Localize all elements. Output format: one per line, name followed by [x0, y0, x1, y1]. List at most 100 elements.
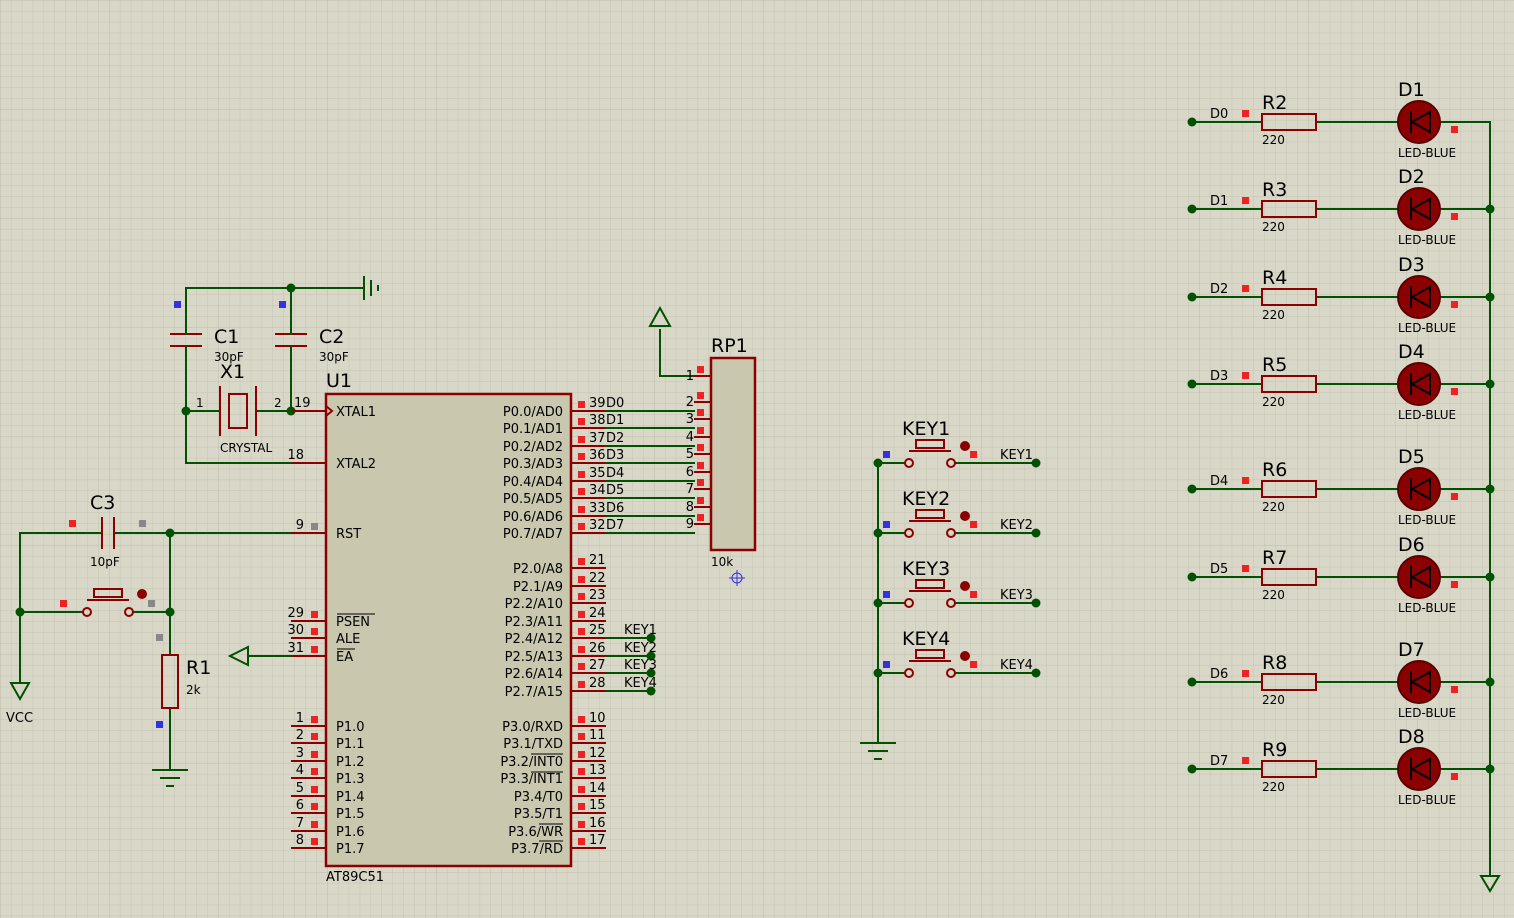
capacitor-c3[interactable]: C3 10pF [69, 492, 146, 569]
key-net-label: KEY3 [1000, 588, 1033, 603]
net-label: KEY4 [624, 676, 657, 691]
switch-contact [946, 458, 956, 468]
mcu-pin-number: 29 [287, 606, 304, 621]
mcu-pin-name: P0.1/AD1 [503, 422, 563, 437]
junction-dot [646, 651, 656, 661]
vcc-terminal[interactable]: VCC [6, 682, 33, 726]
led-resistor[interactable] [1261, 113, 1317, 131]
junction-dot [1485, 484, 1495, 494]
pin-marker [1451, 581, 1458, 588]
junction-dot [1485, 572, 1495, 582]
resistor-value: 220 [1262, 133, 1285, 147]
mcu-ref: U1 [326, 370, 352, 392]
pin-marker [578, 401, 585, 408]
capacitor-c1[interactable]: C1 30pF [170, 301, 244, 364]
pin-marker [578, 611, 585, 618]
mcu-pin-number: 34 [589, 483, 606, 498]
mcu-pin-number: 6 [296, 798, 304, 813]
pin-marker [578, 506, 585, 513]
pin-marker [578, 453, 585, 460]
ground-symbol-keys [860, 742, 896, 760]
led-body[interactable] [1397, 660, 1441, 704]
led-resistor[interactable] [1261, 200, 1317, 218]
mcu-pin-name: PSEN [336, 615, 370, 630]
switch-cap [915, 439, 945, 449]
led-body[interactable] [1397, 467, 1441, 511]
c1-ref: C1 [214, 326, 239, 348]
mcu-pin-name: P1.0 [336, 720, 365, 735]
net-label: D7 [606, 518, 624, 533]
reset-pushbutton[interactable] [60, 588, 155, 617]
pin-marker [311, 523, 318, 530]
led-body[interactable] [1397, 275, 1441, 319]
pin-marker [578, 576, 585, 583]
rp-pin-number: 1 [686, 369, 694, 384]
mcu-pin-name: P0.4/AD4 [503, 475, 563, 490]
switch-probe [960, 511, 970, 521]
pin-marker [578, 786, 585, 793]
ground-symbol-reset [152, 769, 188, 787]
led-net-label: D2 [1210, 282, 1228, 297]
resistor-ref: R5 [1262, 354, 1287, 376]
net-label: D6 [606, 501, 624, 516]
capacitor-c2[interactable]: C2 30pF [275, 301, 349, 364]
led-value: LED-BLUE [1398, 233, 1456, 247]
led-ref: D3 [1398, 254, 1425, 276]
junction-dot [1031, 458, 1041, 468]
led-body[interactable] [1397, 100, 1441, 144]
pin-marker [578, 733, 585, 740]
pin-marker [1451, 493, 1458, 500]
pin-marker [311, 838, 318, 845]
pin-marker [1242, 670, 1249, 677]
junction-dot [1187, 484, 1197, 494]
led-body[interactable] [1397, 747, 1441, 791]
mcu-u1[interactable]: U1 AT89C51 19XTAL118XTAL29RST29PSEN30ALE… [287, 370, 695, 885]
net-label: D3 [606, 448, 624, 463]
mcu-pin-name: P3.4/T0 [514, 790, 563, 805]
pin-marker [970, 521, 977, 528]
pin-marker [311, 646, 318, 653]
switch-contact [904, 668, 914, 678]
mcu-pin-name: P0.3/AD3 [503, 457, 563, 472]
led-resistor[interactable] [1261, 568, 1317, 586]
led-resistor[interactable] [1261, 760, 1317, 778]
mcu-pin-number: 2 [296, 728, 304, 743]
resistor-value: 220 [1262, 693, 1285, 707]
led-body[interactable] [1397, 362, 1441, 406]
led-body[interactable] [1397, 187, 1441, 231]
crystal-x1[interactable]: X1 CRYSTAL 1 2 [196, 361, 282, 455]
led-net-label: D3 [1210, 369, 1228, 384]
net-label: D4 [606, 466, 624, 481]
diode-triangle [1409, 757, 1431, 781]
led-resistor[interactable] [1261, 288, 1317, 306]
resistor-r1[interactable]: R1 2k [156, 634, 211, 728]
mcu-pin-name: XTAL2 [336, 457, 376, 472]
led-body[interactable] [1397, 555, 1441, 599]
pin-marker [1242, 757, 1249, 764]
pin-marker [697, 444, 704, 451]
led-resistor[interactable] [1261, 375, 1317, 393]
led-resistor[interactable] [1261, 673, 1317, 691]
resistor-value: 220 [1262, 395, 1285, 409]
net-label: D1 [606, 413, 624, 428]
led-resistor[interactable] [1261, 480, 1317, 498]
pin-marker [578, 838, 585, 845]
mcu-pin-number: 35 [589, 466, 606, 481]
mcu-pin-number: 28 [589, 676, 606, 691]
junction-dot [1187, 764, 1197, 774]
resistor-ref: R4 [1262, 267, 1287, 289]
